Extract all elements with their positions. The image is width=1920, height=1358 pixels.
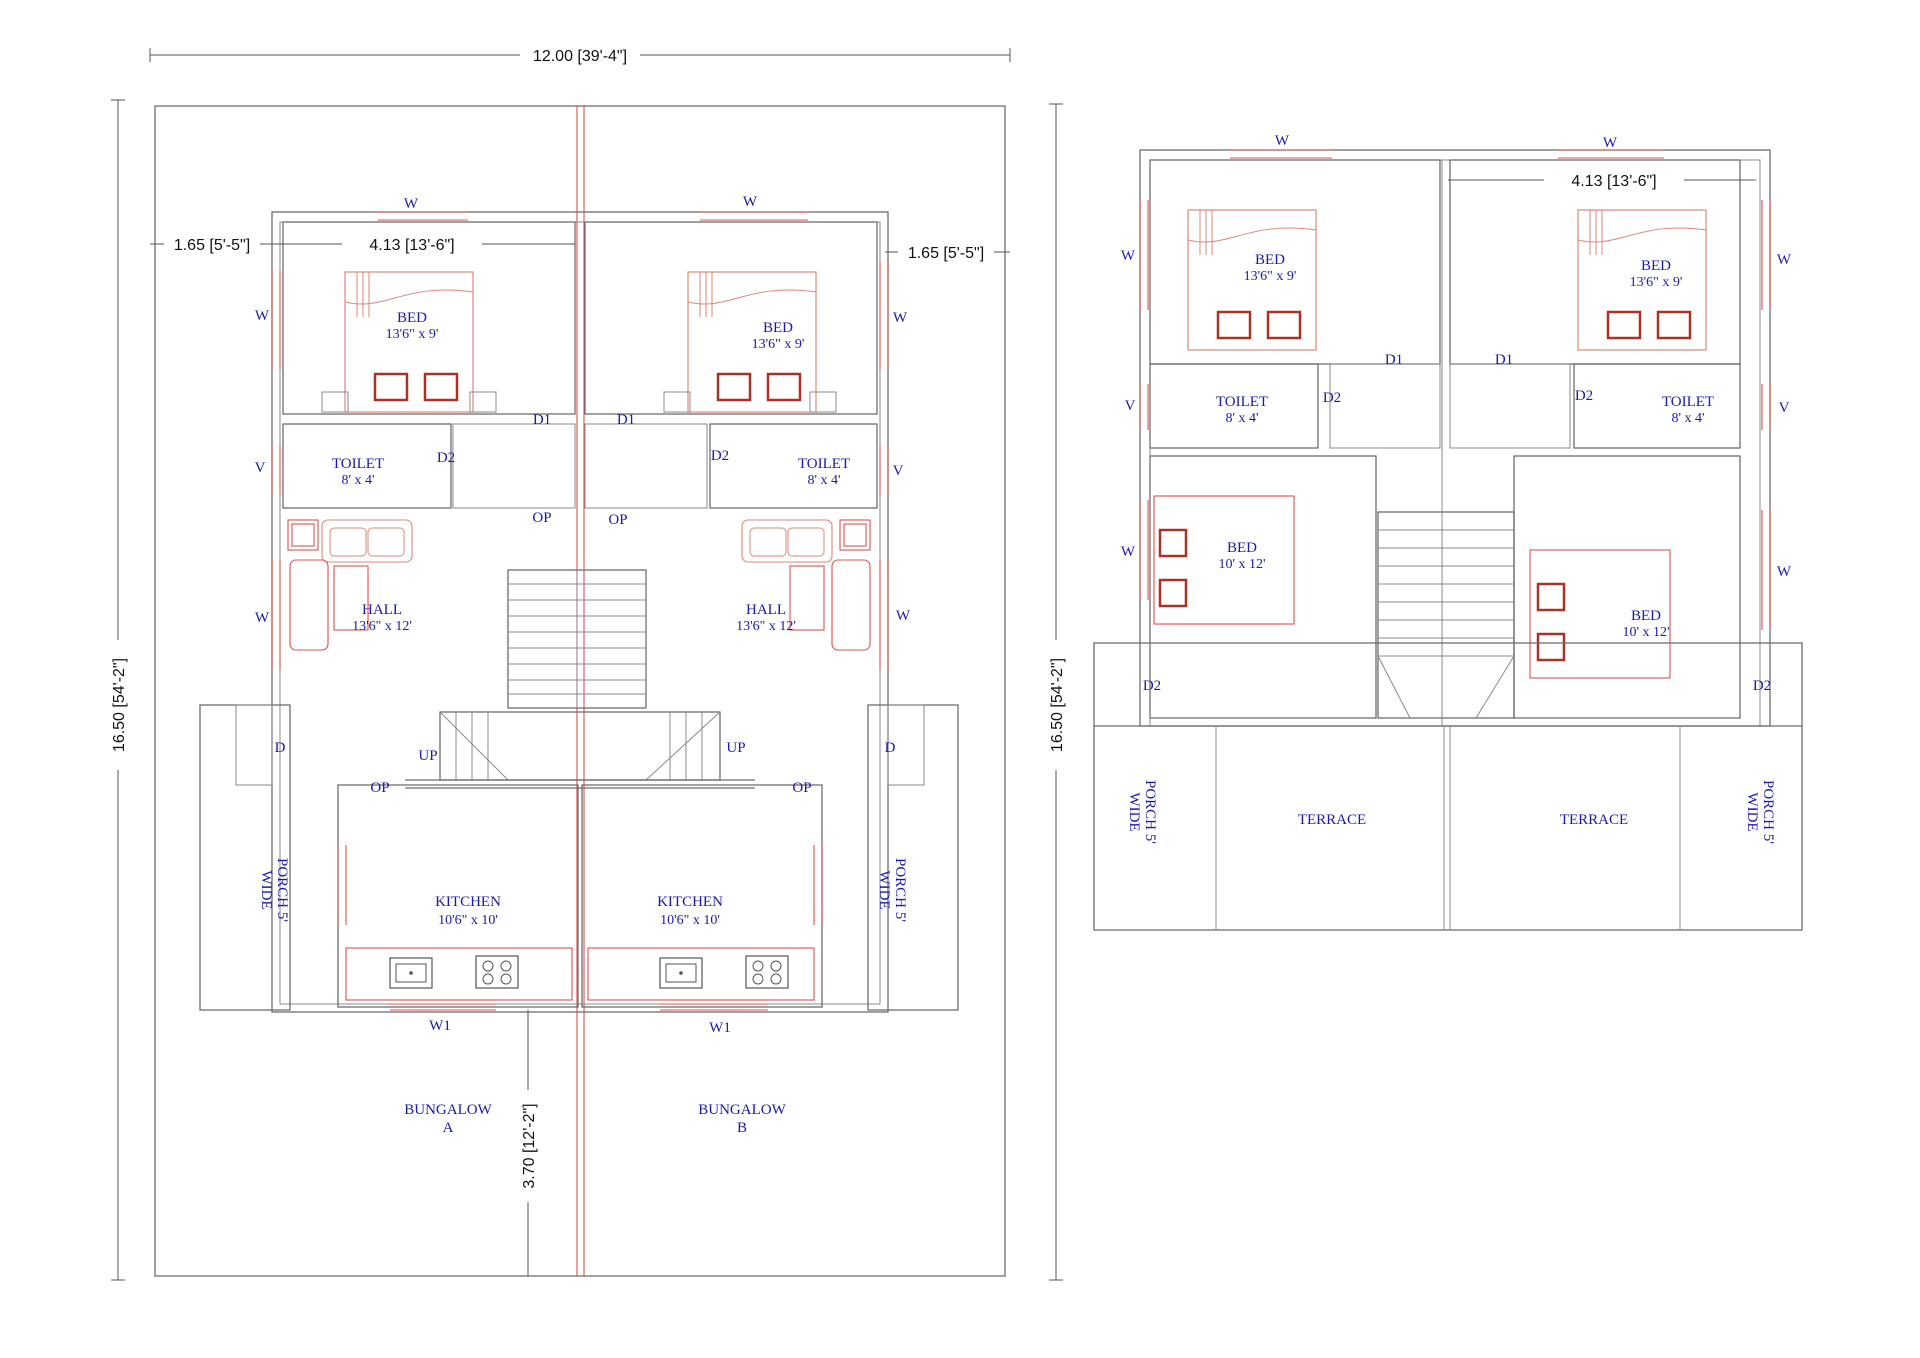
bed-label: BED xyxy=(1641,258,1671,274)
ground-floor-plan: 12.00 [39'-4"] 16.50 [54'-2"] 1.65 [5'-5… xyxy=(106,44,1011,1281)
bungalow-b-label: B xyxy=(737,1120,747,1136)
door-d2-label: D2 xyxy=(1575,388,1593,404)
kitchen-size-label: 10'6" x 10' xyxy=(660,913,720,928)
window-label: W xyxy=(896,608,911,624)
hall-size-label: 13'6" x 12' xyxy=(736,619,796,634)
window-label: W xyxy=(255,610,270,626)
side-margin-dimension-right: 1.65 [5'-5"] xyxy=(908,245,984,262)
hall-label: HALL xyxy=(746,602,786,618)
bed-size-label: 13'6" x 9' xyxy=(1630,275,1683,290)
window-label: W xyxy=(1121,544,1136,560)
porch-label: PORCH 5' xyxy=(892,858,908,922)
window-w1-label: W1 xyxy=(709,1020,731,1036)
window-label: W xyxy=(1777,252,1792,268)
bed-size-label: 10' x 12' xyxy=(1218,557,1265,572)
bed-label: BED xyxy=(397,310,427,326)
door-d2-label: D2 xyxy=(1753,678,1771,694)
overall-depth-dimension-left: 16.50 [54'-2"] xyxy=(111,658,128,752)
opening-label: OP xyxy=(608,512,627,528)
terrace-label: TERRACE xyxy=(1560,812,1628,828)
window-label: W xyxy=(1275,133,1290,149)
bed-label: BED xyxy=(1255,252,1285,268)
door-d2-label: D2 xyxy=(1323,390,1341,406)
window-label: W xyxy=(255,308,270,324)
opening-label: OP xyxy=(370,780,389,796)
bed-width-dimension-left: 4.13 [13'-6"] xyxy=(369,237,454,254)
window-label: W xyxy=(1121,248,1136,264)
ventilator-label: V xyxy=(893,463,904,479)
door-d1-label: D1 xyxy=(1495,352,1513,368)
kitchen-label: KITCHEN xyxy=(657,894,723,910)
window-label: W xyxy=(404,196,419,212)
door-d1-label: D1 xyxy=(533,412,551,428)
porch-label: WIDE xyxy=(876,870,892,909)
opening-label: OP xyxy=(792,780,811,796)
toilet-size-label: 8' x 4' xyxy=(341,473,374,488)
window-label: W xyxy=(1603,135,1618,151)
toilet-label: TOILET xyxy=(1216,394,1268,410)
toilet-size-label: 8' x 4' xyxy=(1671,411,1704,426)
kitchen-size-label: 10'6" x 10' xyxy=(438,913,498,928)
bungalow-a-label: A xyxy=(443,1120,454,1136)
ventilator-label: V xyxy=(1779,400,1790,416)
hall-size-label: 13'6" x 12' xyxy=(352,619,412,634)
bed-width-dimension-right: 4.13 [13'-6"] xyxy=(1571,173,1656,190)
ventilator-label: V xyxy=(1125,398,1136,414)
up-label: UP xyxy=(418,748,437,764)
bed-size-label: 10' x 12' xyxy=(1622,625,1669,640)
kitchen-label: KITCHEN xyxy=(435,894,501,910)
bed-size-label: 13'6" x 9' xyxy=(752,337,805,352)
toilet-label: TOILET xyxy=(1662,394,1714,410)
window-label: W xyxy=(743,194,758,210)
porch-label: WIDE xyxy=(258,870,274,909)
window-w1-label: W1 xyxy=(429,1018,451,1034)
bed-size-label: 13'6" x 9' xyxy=(386,327,439,342)
window-label: W xyxy=(1777,564,1792,580)
plot-boundary xyxy=(154,105,1006,1277)
overall-depth-dimension-right: 16.50 [54'-2"] xyxy=(1049,658,1066,752)
terrace-label: TERRACE xyxy=(1298,812,1366,828)
porch-label: PORCH 5' xyxy=(274,858,290,922)
bed-label: BED xyxy=(763,320,793,336)
porch-label: PORCH 5' xyxy=(1760,780,1776,844)
side-margin-dimension-left: 1.65 [5'-5"] xyxy=(174,237,250,254)
toilet-label: TOILET xyxy=(798,456,850,472)
overall-width-dimension: 12.00 [39'-4"] xyxy=(533,48,627,65)
bed-label: BED xyxy=(1631,608,1661,624)
door-d-label: D xyxy=(275,740,286,756)
door-d-label: D xyxy=(885,740,896,756)
bed-size-label: 13'6" x 9' xyxy=(1244,269,1297,284)
window-label: W xyxy=(893,310,908,326)
opening-label: OP xyxy=(532,510,551,526)
toilet-size-label: 8' x 4' xyxy=(807,473,840,488)
bed-label: BED xyxy=(1227,540,1257,556)
door-d2-label: D2 xyxy=(437,450,455,466)
porch-label: PORCH 5' xyxy=(1142,780,1158,844)
hall-label: HALL xyxy=(362,602,402,618)
bungalow-label: BUNGALOW xyxy=(698,1102,786,1118)
toilet-label: TOILET xyxy=(332,456,384,472)
ventilator-label: V xyxy=(255,460,266,476)
first-floor-plan: 16.50 [54'-2"] 4.13 [13'-6"] W W W W W W… xyxy=(1044,103,1803,1281)
up-label: UP xyxy=(726,740,745,756)
porch-label: WIDE xyxy=(1126,792,1142,831)
door-d2-label: D2 xyxy=(1143,678,1161,694)
bungalow-label: BUNGALOW xyxy=(404,1102,492,1118)
porch-label: WIDE xyxy=(1744,792,1760,831)
door-d2-label: D2 xyxy=(711,448,729,464)
door-d1-label: D1 xyxy=(1385,352,1403,368)
door-d1-label: D1 xyxy=(617,412,635,428)
toilet-size-label: 8' x 4' xyxy=(1225,411,1258,426)
front-setback-dimension: 3.70 [12'-2"] xyxy=(521,1103,538,1188)
